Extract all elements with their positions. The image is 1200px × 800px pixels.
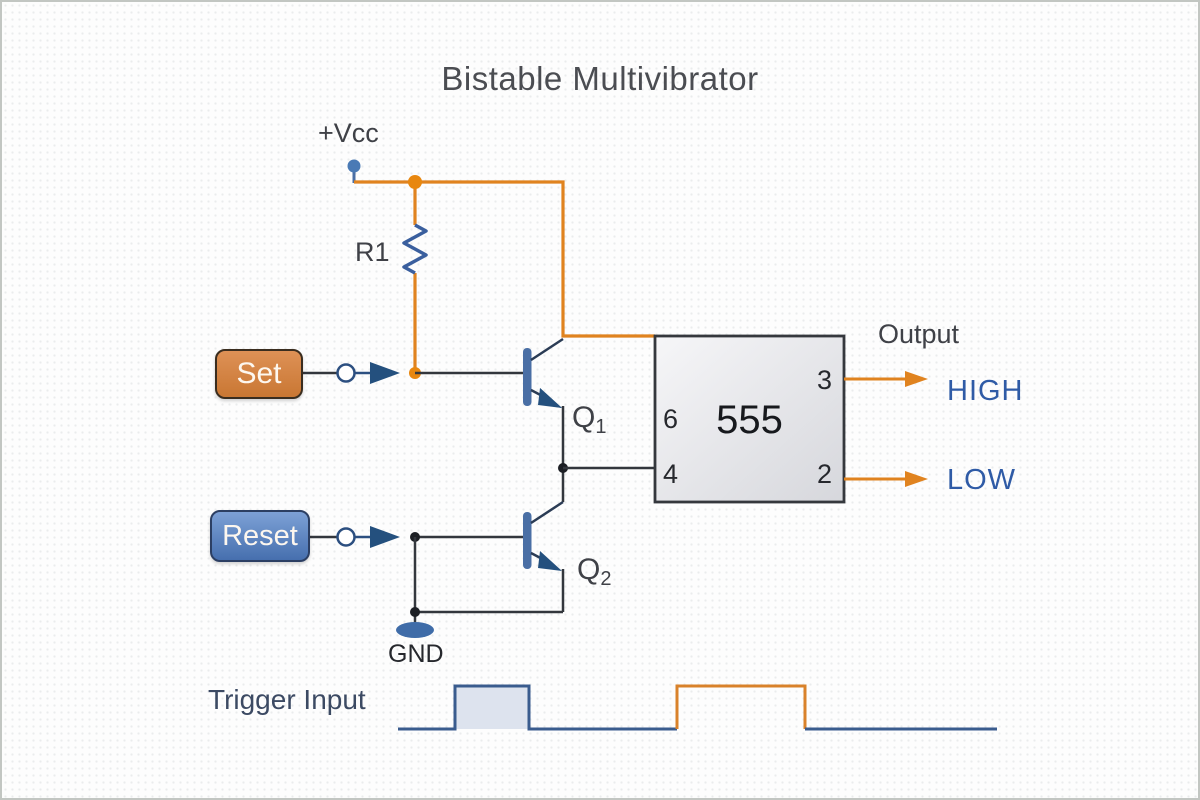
q1-collector-wire xyxy=(530,337,564,362)
ic-555-label: 555 xyxy=(716,398,783,442)
gnd-junction-dot xyxy=(410,607,420,617)
set-arrowhead xyxy=(370,362,400,384)
reset-arrowhead xyxy=(370,526,400,548)
diagram-title: Bistable Multivibrator xyxy=(441,60,759,97)
set-button-label: Set xyxy=(236,357,282,390)
ic-pin-6-label: 6 xyxy=(663,404,679,434)
trigger-pulse1-fill xyxy=(455,686,529,729)
ic-pin-3-label: 3 xyxy=(817,365,833,395)
reset-button[interactable]: Reset xyxy=(210,510,310,562)
ic-pin-2-label: 2 xyxy=(817,459,833,489)
pin3-output-arrowhead xyxy=(905,371,928,387)
q1-label-sub: 1 xyxy=(595,416,607,438)
vcc-supply-wire xyxy=(354,180,655,338)
transistor-q1-label: Q1 xyxy=(572,401,606,439)
ic-555-body xyxy=(653,334,846,504)
q2-emitter-arrowhead xyxy=(538,551,562,571)
set-button[interactable]: Set xyxy=(215,349,303,399)
trigger-input-label: Trigger Input xyxy=(208,684,366,715)
trigger-pulse2-orange xyxy=(675,684,807,729)
reset-button-label: Reset xyxy=(222,519,298,552)
q2-label-sub: 2 xyxy=(600,568,612,590)
pin2-output-arrowhead xyxy=(905,471,928,487)
ic-pin-4-label: 4 xyxy=(663,459,679,489)
q2-label-main: Q xyxy=(577,553,601,586)
q1-emitter-arrowhead2 xyxy=(538,388,562,408)
reset-node-circle xyxy=(336,527,356,547)
vcc-junction-dot xyxy=(408,175,422,189)
trigger-waveform-blue-left xyxy=(398,684,677,731)
q1-label-main: Q xyxy=(572,401,596,434)
set-node-circle xyxy=(336,363,356,383)
gnd-label: GND xyxy=(388,640,444,668)
transistor-q2-label: Q2 xyxy=(577,553,611,591)
resistor-r1-symbol xyxy=(402,223,428,275)
output-high-label: HIGH xyxy=(947,375,1024,407)
q2-collector-wire xyxy=(530,500,564,525)
vcc-terminal-dot xyxy=(347,159,361,173)
gnd-symbol xyxy=(396,622,434,638)
output-label: Output xyxy=(878,319,960,349)
resistor-r1-label: R1 xyxy=(355,237,390,267)
vcc-label: +Vcc xyxy=(318,118,379,148)
transistor-q1-base-bar xyxy=(523,348,532,406)
output-low-label: LOW xyxy=(947,464,1017,496)
transistor-q2-base-bar xyxy=(523,512,532,569)
